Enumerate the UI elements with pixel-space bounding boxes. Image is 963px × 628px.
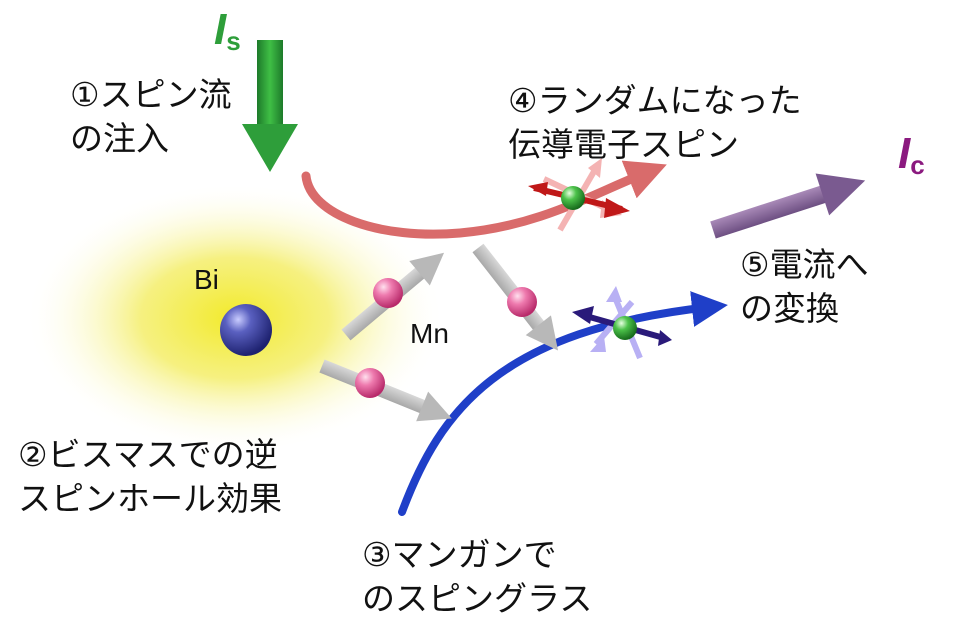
spin-current-symbol-main: I (214, 5, 227, 54)
step4-line1: ④ランダムになった (508, 81, 802, 120)
spin-current-symbol-sub: s (226, 26, 241, 56)
step2-line1: ②ビスマスでの逆 (18, 435, 278, 474)
electron-spin-red (528, 158, 630, 232)
charge-current-arrow (710, 173, 866, 239)
mn-atom-1 (373, 278, 403, 308)
bi-label: Bi (194, 264, 219, 295)
step5-line1: ⑤電流へ (740, 245, 869, 284)
step5-line2: の変換 (740, 289, 839, 328)
mn-atom-3 (355, 368, 385, 398)
spin-current-arrow (242, 40, 298, 172)
mn-label: Mn (410, 318, 449, 349)
step3-line2: のスピングラス (362, 579, 593, 618)
charge-current-symbol-sub: c (910, 150, 925, 180)
bi-atom (220, 304, 272, 356)
step1-line1: ①スピン流 (70, 75, 232, 114)
red-electron-trajectory (301, 160, 667, 239)
step3-line1: ③マンガンで (362, 535, 557, 574)
charge-current-symbol: Ic (898, 132, 925, 187)
electron-spin-blue (572, 286, 672, 360)
mn-atom-2 (507, 287, 537, 317)
step1-line2: の注入 (70, 119, 169, 158)
charge-current-symbol-main: I (898, 129, 911, 178)
step4-line2: 伝導電子スピン (508, 125, 739, 164)
spin-current-symbol: Is (214, 8, 241, 63)
step2-line2: スピンホール効果 (18, 479, 282, 518)
